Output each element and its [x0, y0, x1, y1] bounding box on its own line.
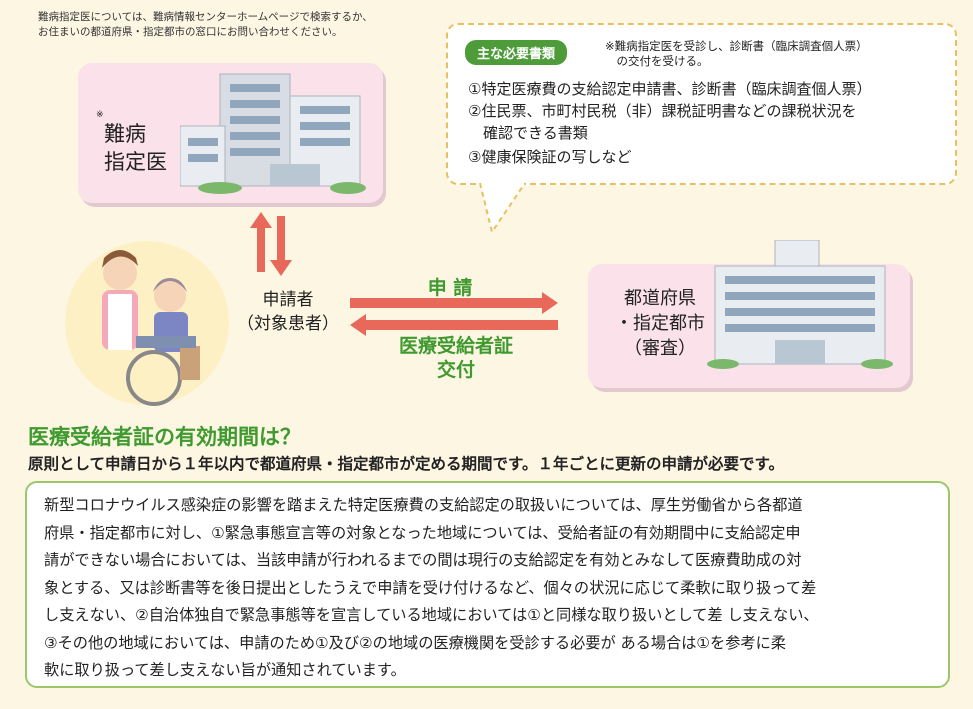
required-document-item: ③健康保険証の写しなど [468, 148, 632, 166]
required-documents-note: ※難病指定医を受診し、診断書（臨床調査個人票） の交付を受ける。 [605, 39, 868, 68]
prefecture-label: 都道府県 ・指定都市 （審査） [615, 288, 705, 359]
application-flow-arrows-icon [350, 292, 558, 336]
covid-note-box [25, 481, 950, 688]
validity-text: 原則として申請日から１年以内で都道府県・指定都市が定める期間です。１年ごとに更新… [28, 455, 784, 473]
doctor-asterisk: ※ [96, 110, 104, 120]
doctor-applicant-arrows-icon [250, 212, 292, 276]
patient-caregiver-illustration [65, 241, 229, 406]
government-building-icon [707, 240, 893, 369]
applicant-label: 申請者 （対象患者） [237, 290, 339, 334]
hospital-building-icon [180, 73, 366, 194]
covid-note-text: 新型コロナウイルス感染症の影響を踏まえた特定医療費の支給認定の取扱いについては、… [44, 496, 819, 679]
top-note: 難病指定医については、難病情報センターホームページで検索するか、 お住まいの都道… [38, 11, 373, 38]
validity-title: 医療受給者証の有効期間は？ [28, 425, 301, 449]
required-documents-badge: 主な必要書類 [465, 40, 568, 65]
required-document-item: ②住民票、市町村民税（非）課税証明書などの課税状況を 確認できる書類 [468, 102, 857, 142]
designated-doctor-label: 難病 指定医 [104, 122, 167, 174]
required-document-item: ①特定医療費の支給認定申請書、診断書（臨床調査個人票） [468, 80, 872, 98]
issue-certificate-label: 医療受給者証 交付 [398, 335, 513, 381]
speech-tail-icon [479, 180, 526, 235]
apply-label: 申 請 [427, 277, 473, 299]
